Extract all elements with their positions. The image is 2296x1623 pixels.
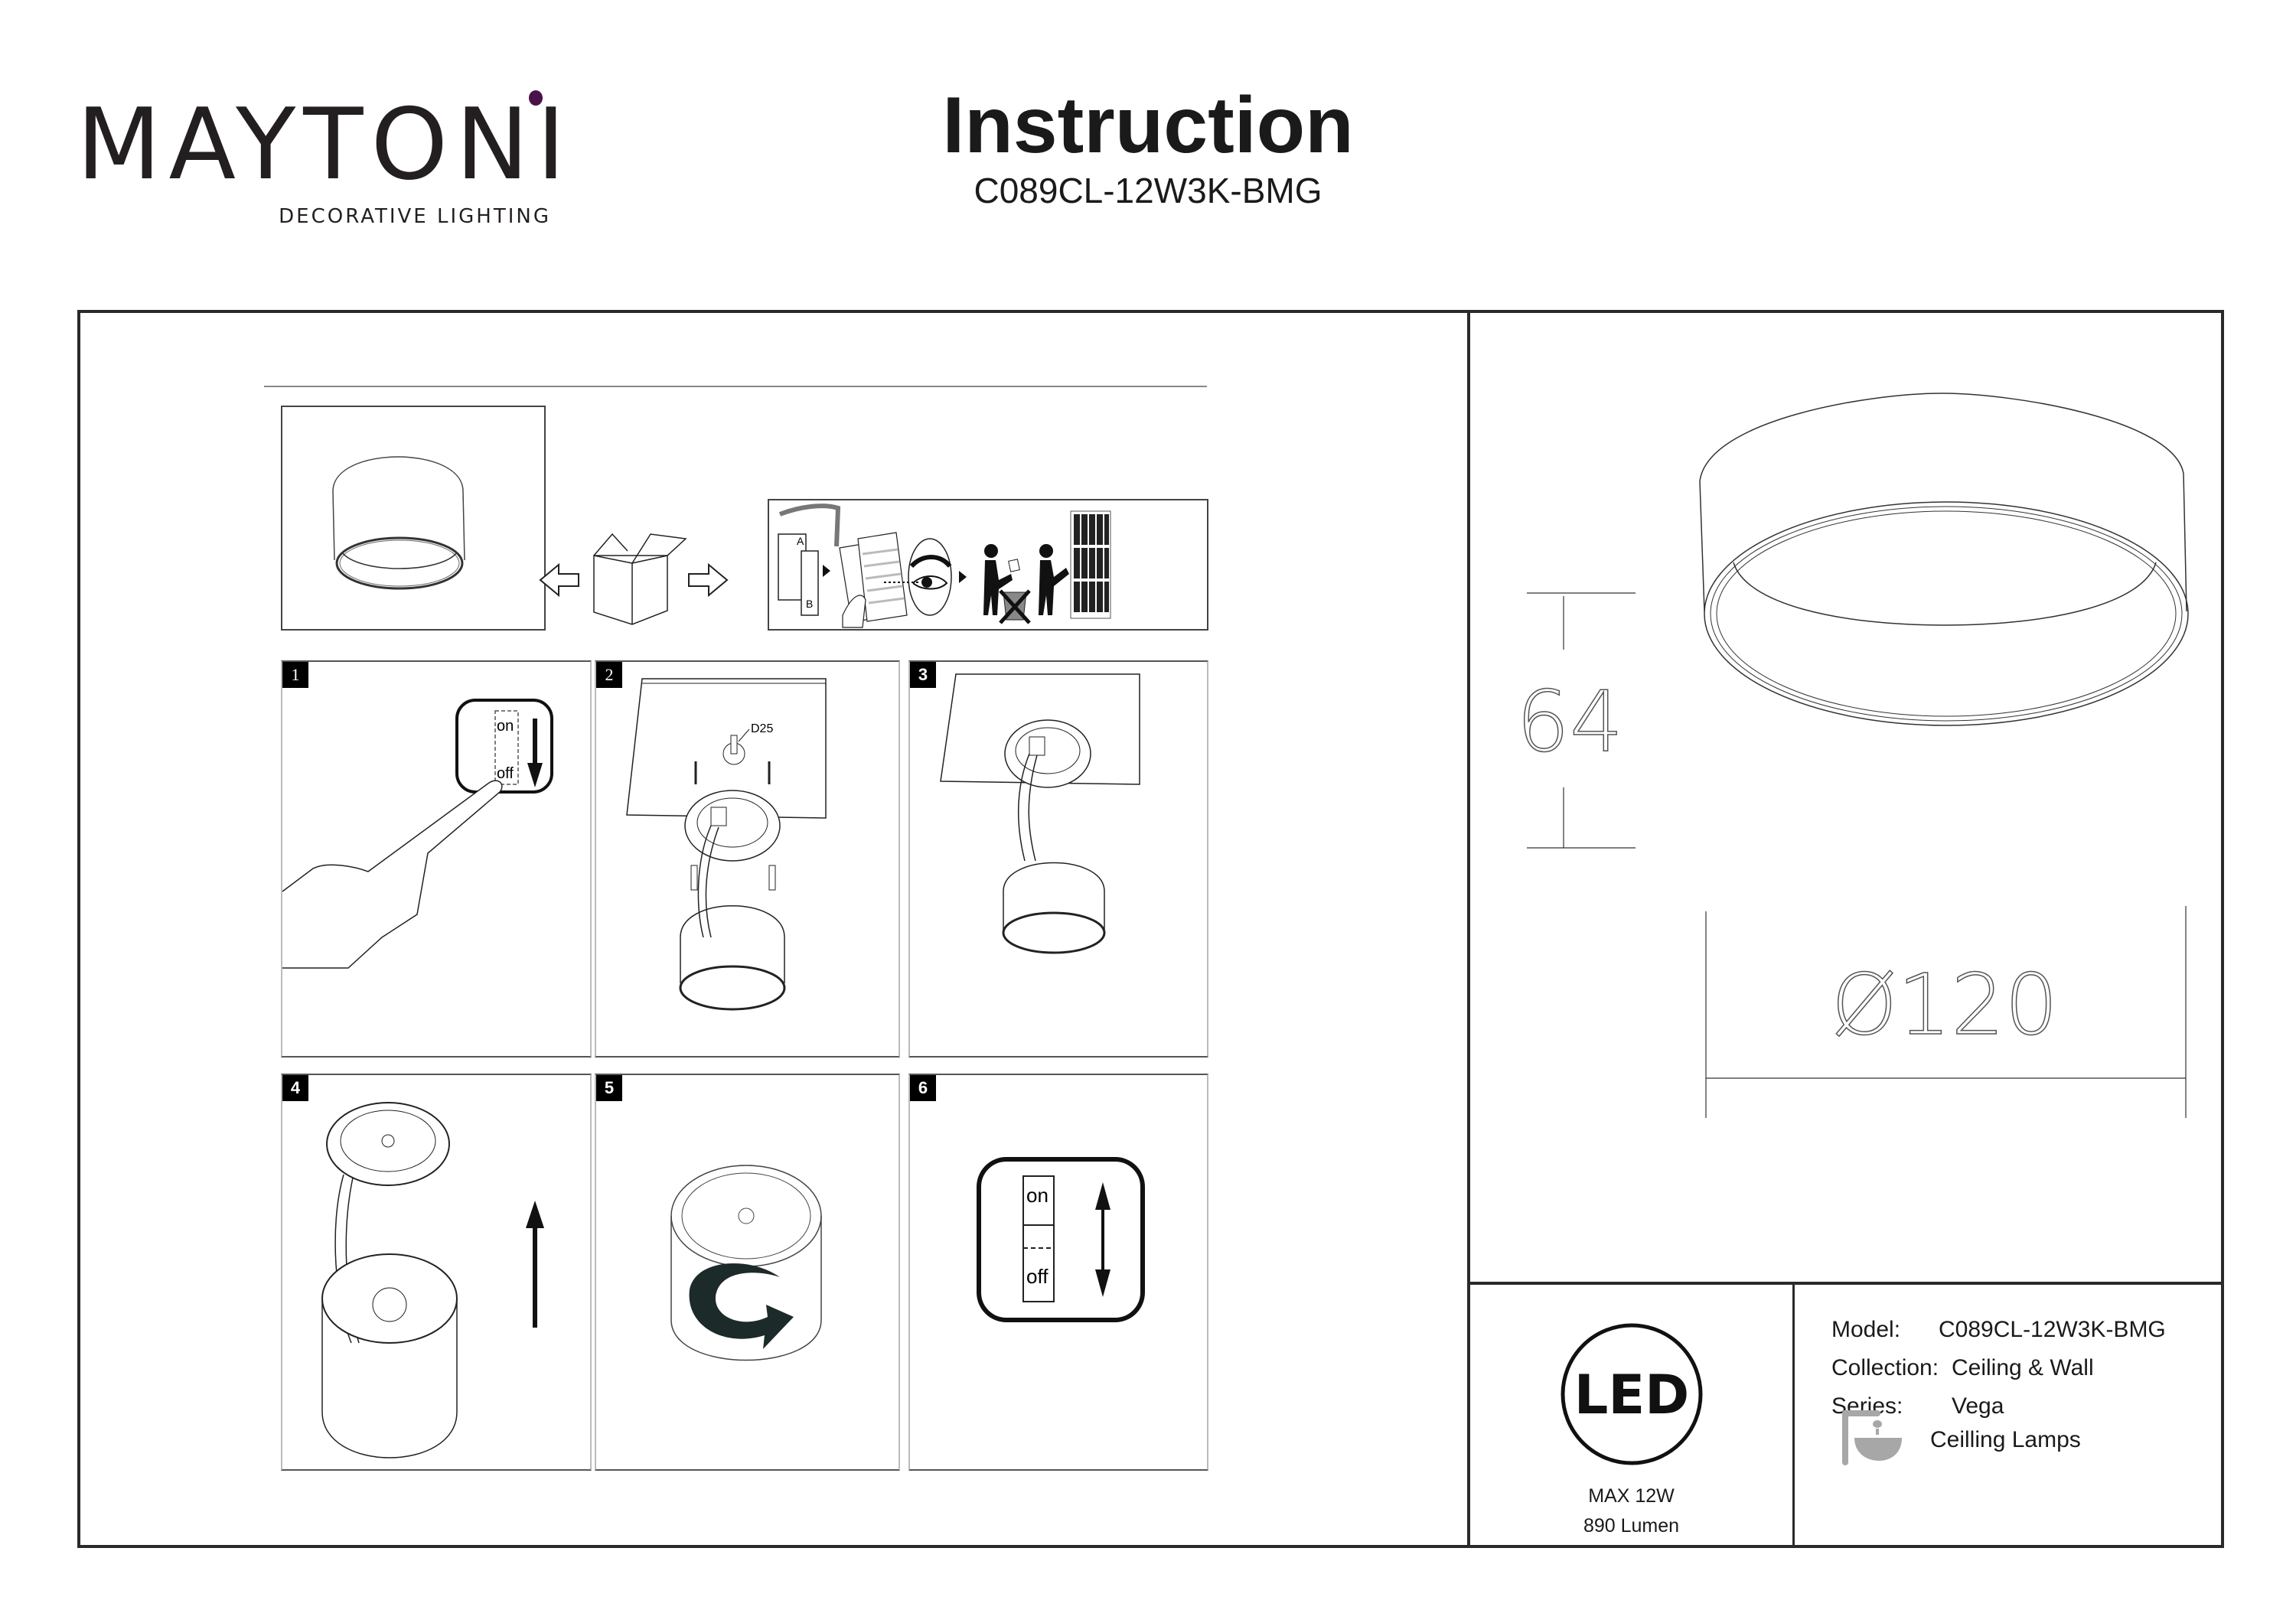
step-number: 4: [282, 1075, 308, 1101]
max-power: MAX 12W: [1588, 1485, 1675, 1507]
switch-off-label: off: [497, 765, 514, 782]
brand-logo: MAYTONI DECORATIVE LIGHTING: [77, 90, 566, 228]
led-label: LED: [1574, 1364, 1690, 1426]
rotate-icon: [689, 1263, 794, 1349]
lumen-output: 890 Lumen: [1583, 1515, 1680, 1537]
switch-on-illustration: on off: [977, 1157, 1145, 1322]
manual-label-b: B: [806, 598, 813, 610]
arrow-up-down-icon: [1095, 1182, 1110, 1210]
arrow-right-icon: [688, 562, 729, 598]
product-info-panel: Model: C089CL-12W3K-BMG Collection: Ceil…: [1795, 1285, 2218, 1542]
switch-on-label: on: [497, 718, 514, 735]
step-panel-6: 6 on off: [908, 1074, 1208, 1471]
content-frame: [77, 310, 2224, 1548]
document-model-number: C089CL-12W3K-BMG: [974, 171, 1322, 210]
spec-divider: [1792, 1282, 1795, 1545]
wiring-illustration: [940, 673, 1140, 954]
arrow-up-icon: [526, 1201, 544, 1228]
horizontal-divider: [1467, 1282, 2221, 1285]
hole-diameter-callout: D25: [751, 722, 773, 735]
step-panel-5: 5: [595, 1074, 900, 1471]
logo-wordmark: MAYTONI: [77, 88, 573, 202]
step-number: 2: [596, 662, 622, 688]
collection-label: Collection:: [1831, 1355, 1939, 1380]
vertical-divider: [1467, 310, 1470, 1545]
step-panel-1: 1 on off: [281, 660, 592, 1058]
packaging-box-illustration: [539, 533, 729, 625]
step-panel-3: 3: [908, 660, 1208, 1058]
step-panel-4: 4: [281, 1074, 592, 1471]
logo-tagline: DECORATIVE LIGHTING: [279, 205, 551, 228]
switch-on-label: on: [1026, 1184, 1049, 1207]
unpacking-instructions-strip: A B: [768, 499, 1208, 631]
switch-off-illustration: on off: [282, 699, 553, 969]
spec-badge: LED MAX 12W 890 Lumen: [1470, 1285, 1792, 1542]
category-value: Ceilling Lamps: [1930, 1427, 2081, 1452]
section-rule: [264, 386, 1207, 387]
lamp-illustration: [332, 456, 465, 590]
step-number: 3: [910, 662, 936, 688]
step-number: 1: [282, 662, 308, 688]
model-label: Model:: [1831, 1317, 1901, 1342]
manual-label-a: A: [797, 535, 804, 547]
document-title: Instruction: [942, 81, 1354, 170]
twist-lock-illustration: [670, 1165, 822, 1361]
led-badge-icon: LED: [1561, 1323, 1703, 1465]
step-number: 6: [910, 1075, 936, 1101]
unpacking-pictograms: A B: [778, 504, 1111, 628]
logo-accent-dot: [529, 90, 543, 106]
ceiling-lamp-icon: [1842, 1410, 1902, 1465]
height-dimension: 64: [1516, 673, 1623, 771]
model-value: C089CL-12W3K-BMG: [1939, 1317, 2166, 1342]
series-value: Vega: [1952, 1393, 2004, 1419]
attach-body-illustration: [321, 1102, 544, 1458]
arrow-left-icon: [539, 562, 579, 598]
step-panel-2: 2 D25: [595, 660, 900, 1058]
collection-value: Ceiling & Wall: [1952, 1355, 2094, 1380]
switch-off-label: off: [1026, 1265, 1049, 1288]
diameter-dimension: Ø120: [1831, 956, 2059, 1054]
dimension-drawing: 64 Ø120: [1515, 393, 2189, 1118]
arrow-down-icon: [527, 763, 543, 787]
product-preview-box: [281, 406, 546, 631]
mount-plate-illustration: D25: [626, 678, 827, 1011]
step-number: 5: [596, 1075, 622, 1101]
